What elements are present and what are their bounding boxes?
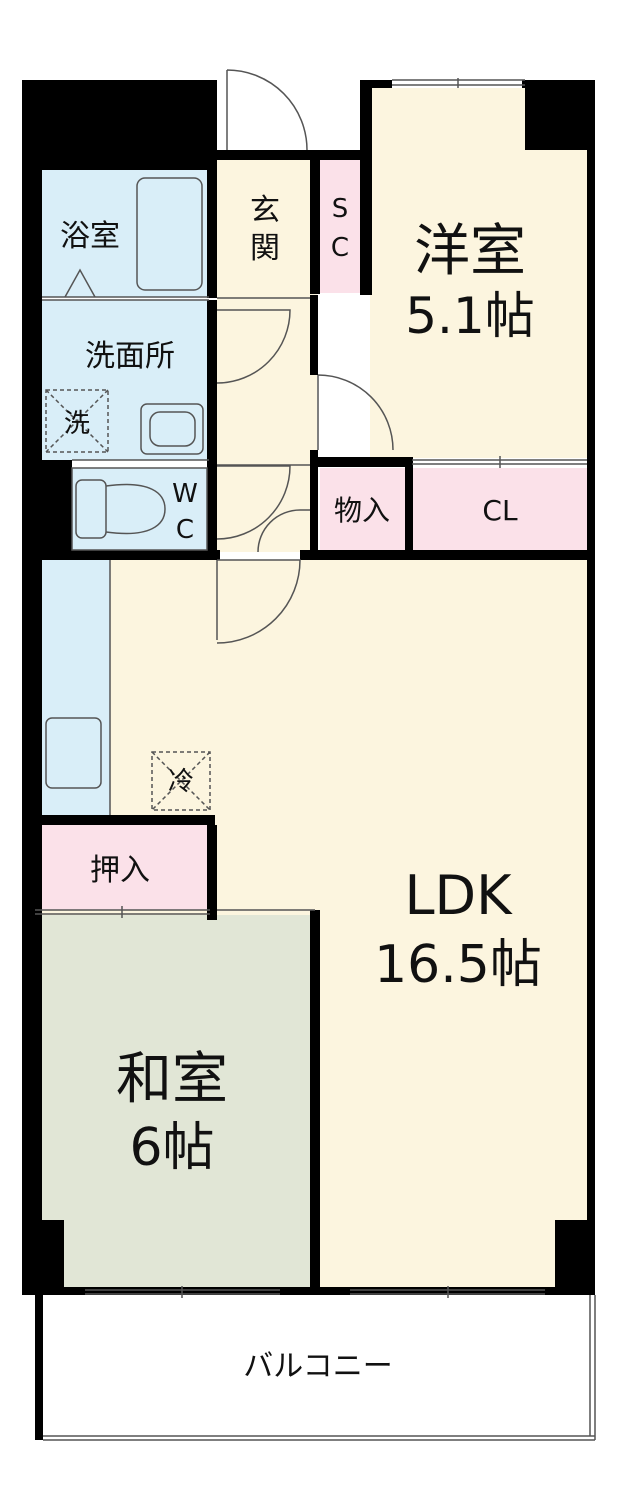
- labels: 洋室 5.1帖 LDK 16.5帖 和室 6帖 浴室 洗面所 洗 W C 玄 関…: [60, 193, 542, 1384]
- storage-floor: [320, 468, 405, 550]
- shoe-cabinet-c: C: [331, 233, 349, 263]
- washroom-floor: [35, 300, 209, 460]
- toilet-floor: [72, 468, 209, 550]
- bath-label: 浴室: [60, 219, 120, 254]
- washroom-label: 洗面所: [85, 339, 175, 374]
- western-room-size: 5.1帖: [405, 287, 535, 345]
- entrance-floor: [217, 160, 317, 552]
- fridge-label: 冷: [168, 767, 194, 797]
- storage-label: 物入: [334, 494, 390, 527]
- japanese-room-name: 和室: [116, 1047, 228, 1112]
- oshiire-label: 押入: [90, 853, 150, 888]
- closet-floor: [412, 468, 587, 550]
- kitchen-counter-floor: [35, 560, 110, 815]
- closet-label: CL: [482, 494, 518, 527]
- shoe-cabinet-floor: [317, 160, 362, 293]
- shoe-cabinet-s: S: [332, 194, 349, 224]
- ldk-size: 16.5帖: [374, 935, 542, 995]
- japanese-room-size: 6帖: [129, 1118, 214, 1178]
- japanese-room-floor: [35, 915, 315, 1290]
- toilet-label-c: C: [176, 515, 194, 545]
- western-room-name: 洋室: [414, 219, 526, 284]
- entrance-label-2: 関: [250, 231, 280, 266]
- toilet-label-w: W: [172, 479, 198, 509]
- thin-lines: [35, 69, 596, 1441]
- walls: [22, 80, 595, 1440]
- entrance-label-1: 玄: [250, 193, 280, 228]
- washer-label: 洗: [64, 409, 90, 439]
- oshiire-floor: [35, 825, 210, 910]
- ldk-name: LDK: [404, 864, 513, 927]
- balcony-label: バルコニー: [243, 1349, 392, 1384]
